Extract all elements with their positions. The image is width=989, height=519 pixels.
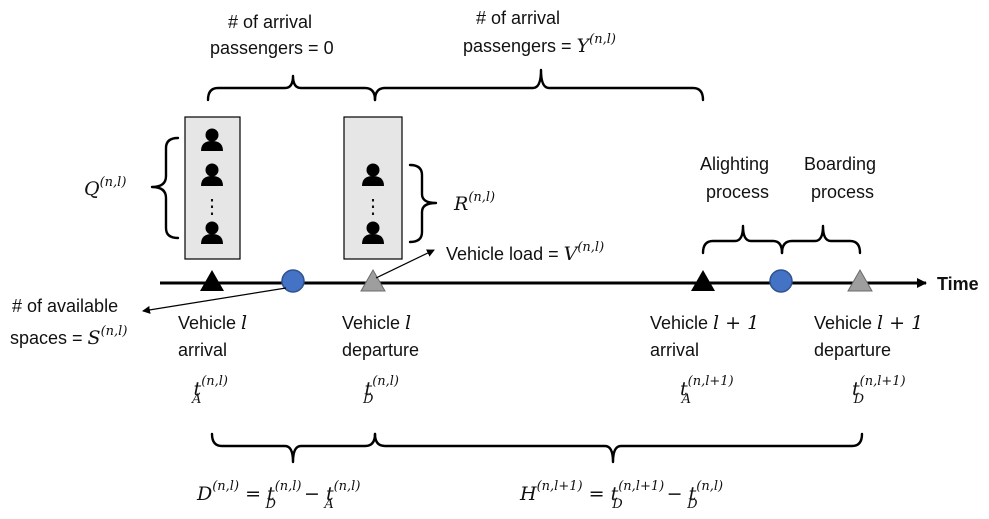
time-axis-label: Time xyxy=(937,274,979,294)
svg-text:⋮: ⋮ xyxy=(202,196,222,218)
alighting-label-line1: Alighting xyxy=(700,154,769,174)
vehicle-l1-arrival-marker xyxy=(691,270,715,291)
available-spaces-pointer xyxy=(142,287,287,314)
brace-dwell-time xyxy=(210,432,377,464)
dwell-time-formula: D(n,l) = t(n,l)D − t(n,l)A xyxy=(196,479,360,512)
headway-formula: H(n,l+1) = t(n,l+1)D − t(n,l)D xyxy=(519,479,723,512)
brace-headway xyxy=(373,432,864,464)
veh-l-arrival-time: t(n,l)A xyxy=(191,374,228,407)
boarding-label-line1: Boarding xyxy=(804,154,876,174)
brace-r xyxy=(408,163,438,244)
boarding-label-line2: process xyxy=(811,182,874,202)
queue-box-departure: ⋮ xyxy=(343,116,403,260)
vehicle-load-label: Vehicle load = V(n,l) xyxy=(446,240,604,265)
veh-l1-departure-label-line2: departure xyxy=(814,340,891,360)
arrival-count-y-label-line2: passengers = Y(n,l) xyxy=(463,32,616,57)
veh-l1-departure-time: t(n,l+1)D xyxy=(852,374,906,407)
alight-board-switch-marker xyxy=(769,269,793,293)
q-label: Q(n,l) xyxy=(84,175,126,200)
dwell-midpoint-marker xyxy=(281,269,305,293)
arrival-count-zero-label-line2: passengers = 0 xyxy=(210,38,334,58)
queue-box-arrival: ⋮ xyxy=(184,116,241,260)
arrival-count-zero-label-line1: # of arrival xyxy=(228,12,312,32)
vehicle-l1-departure-marker xyxy=(847,268,873,292)
brace-arrivals-y xyxy=(373,68,705,102)
veh-l-departure-label-line2: departure xyxy=(342,340,419,360)
arrival-count-y-label-line1: # of arrival xyxy=(476,8,560,28)
svg-text:⋮: ⋮ xyxy=(363,196,383,218)
brace-no-arrivals xyxy=(206,74,377,102)
veh-l1-arrival-time: t(n,l+1)A xyxy=(680,374,734,407)
vehicle-l-arrival-marker xyxy=(200,270,224,291)
vehicle-l-departure-marker xyxy=(360,268,386,292)
available-spaces-label-line2: spaces = S(n,l) xyxy=(10,324,127,349)
veh-l-arrival-label-line2: arrival xyxy=(178,340,227,360)
brace-alighting xyxy=(701,224,784,255)
veh-l-departure-time: t(n,l)D xyxy=(362,374,399,407)
brace-q xyxy=(150,136,180,240)
available-spaces-label-line1: # of available xyxy=(12,296,118,316)
veh-l1-arrival-label-line2: arrival xyxy=(650,340,699,360)
alighting-label-line2: process xyxy=(706,182,769,202)
brace-boarding xyxy=(780,224,862,255)
r-label: R(n,l) xyxy=(453,190,495,215)
vehicle-load-pointer xyxy=(375,249,435,279)
